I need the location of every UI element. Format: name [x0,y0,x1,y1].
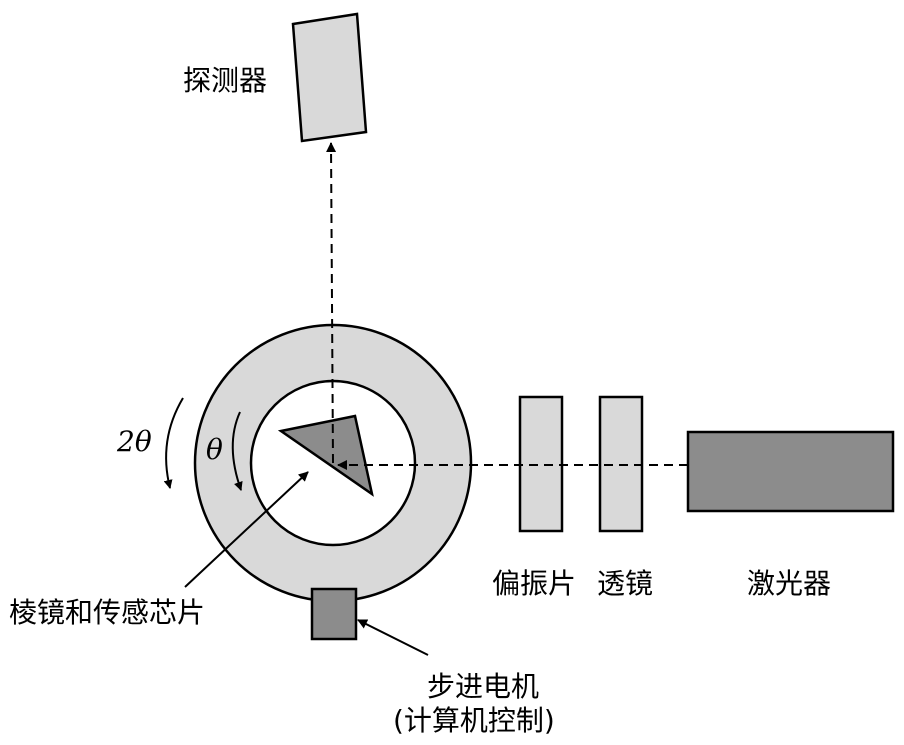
outer-rotation-arrow [163,397,184,489]
motor-pointer [357,619,429,656]
polarizer-label: 偏振片 [492,567,576,600]
detector-label: 探测器 [183,64,267,97]
laser-box [686,430,895,513]
detector-box [291,12,368,143]
inner-angle-label: θ [206,433,223,466]
prism-chip-label: 棱镜和传感芯片 [9,596,205,629]
laser-label: 激光器 [747,567,831,600]
inner-rotation-arrow [231,411,243,491]
stepper-motor-block [310,587,358,641]
outer-angle-label: 2θ [116,425,152,458]
reflected-beam [326,142,337,464]
stepper-motor-label: 步进电机 [427,670,539,703]
prism-chip-pointer [184,471,309,588]
stepper-motor-sublabel: (计算机控制) [393,704,555,737]
polarizer-plate [518,395,564,533]
prism [277,414,374,497]
lens-label: 透镜 [597,567,653,600]
